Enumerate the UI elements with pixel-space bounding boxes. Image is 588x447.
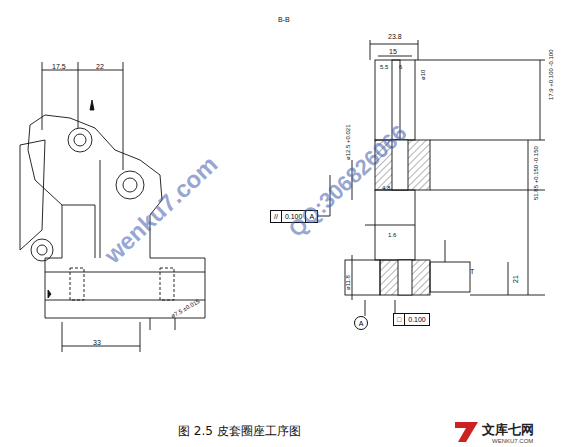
- watermark: wenku7.com: [100, 152, 222, 268]
- tolerance-text: ø7.5 ±0.015: [170, 298, 201, 319]
- frame-cell: 0.100: [405, 314, 429, 325]
- section-label: B-B: [278, 16, 290, 23]
- tolerance-text: 17.9 +0.100 -0.100: [548, 49, 554, 100]
- datum-symbol: A: [354, 316, 368, 330]
- section-mark: T: [470, 268, 474, 275]
- dimension-text: 23.8: [388, 33, 402, 40]
- dimension-text: 4.8: [382, 185, 390, 191]
- dimension-text: 22: [96, 63, 104, 70]
- dimension-text: 1.6: [388, 232, 396, 238]
- dimension-text: 17.5: [52, 63, 66, 70]
- dimension-text: ø10: [420, 70, 426, 80]
- dimension-text: ø11.8: [345, 275, 351, 290]
- dimension-text: 21: [512, 275, 519, 283]
- dimension-text: 33: [93, 339, 101, 346]
- frame-cell: A: [359, 320, 364, 327]
- frame-cell: □: [394, 314, 405, 325]
- dimension-text: 15: [389, 48, 397, 55]
- tolerance-text: ø12.5 +0.021: [345, 124, 351, 160]
- figure-caption: 图 2.5 皮套圈座工序图: [178, 425, 301, 437]
- dimension-text: 6: [399, 64, 402, 70]
- tolerance-text: 51.85 +0.150 -0.150: [533, 146, 539, 200]
- tolerance-frame: □0.100: [393, 313, 430, 326]
- dimension-text: 5.5: [380, 64, 388, 70]
- logo-text: 文库七网: [482, 423, 534, 436]
- logo-text: WENKU7.COM: [492, 438, 533, 444]
- frame-cell: //: [271, 211, 282, 222]
